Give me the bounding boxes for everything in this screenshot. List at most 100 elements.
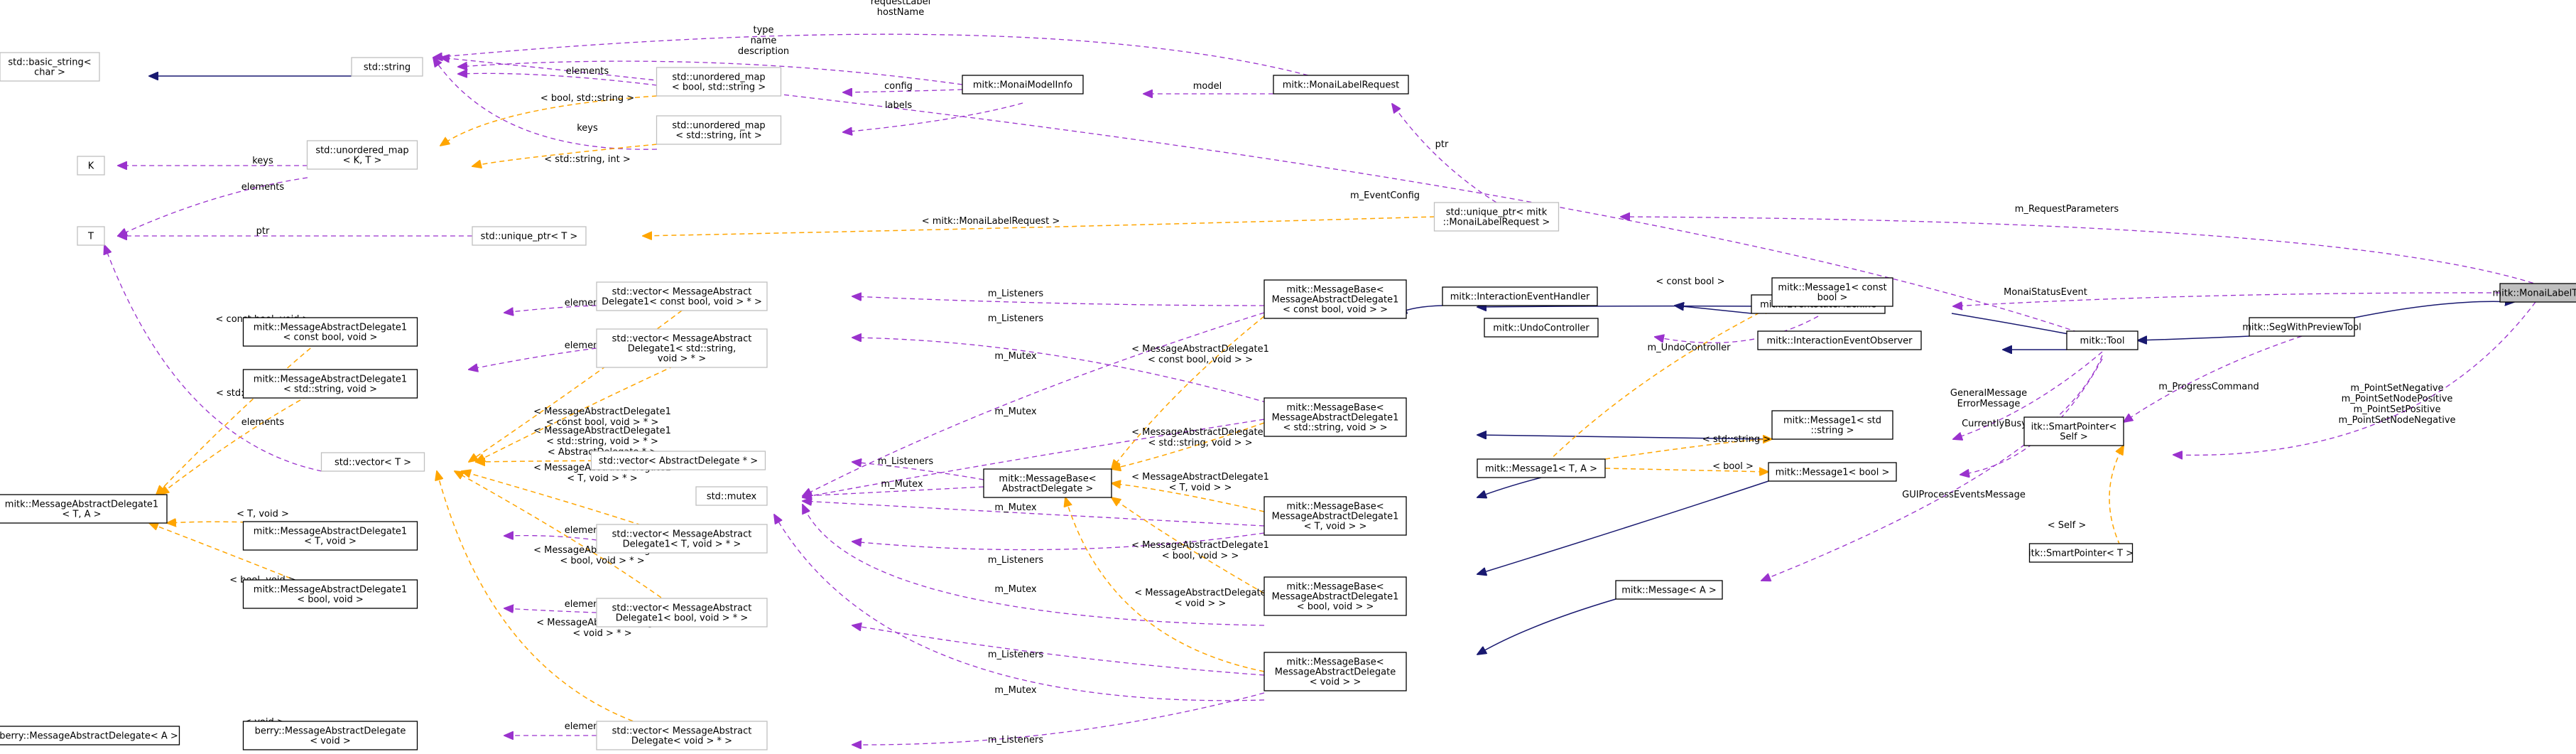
class-node-delegate1-t-void[interactable]: mitk::MessageAbstractDelegate1< T, void …: [242, 521, 418, 551]
edge-label-mutex-to-mb-tv: m_Mutex: [994, 502, 1036, 513]
class-node-monai-label-request[interactable]: mitk::MonaiLabelRequest: [1273, 75, 1409, 95]
edge-label-mutex-to-mb-cbv: m_Mutex: [994, 351, 1036, 362]
edge-label-mutex-to-mb-ad: m_Mutex: [881, 479, 923, 490]
class-node-box[interactable]: [1757, 330, 1922, 350]
class-node-box[interactable]: [1263, 397, 1407, 437]
class-node-box[interactable]: [2249, 317, 2355, 337]
class-node-monai-label-tool[interactable]: mitk::MonaiLabelTool: [2493, 283, 2576, 303]
class-node-delegate1-const-bool-void[interactable]: mitk::MessageAbstractDelegate1< const bo…: [242, 317, 418, 347]
class-node-box: [306, 140, 418, 170]
edge-mb-ad-to-mb-v: [1065, 497, 1265, 672]
edge-unique-ptr-request-to-tool: [1621, 217, 2542, 286]
class-node-delegate1-t-a[interactable]: mitk::MessageAbstractDelegate1< T, A >: [0, 494, 168, 524]
class-node-message1-t-a[interactable]: mitk::Message1< T, A >: [1477, 458, 1606, 478]
edge-d1-tv-to-vec-tv: [504, 536, 597, 541]
class-node-box[interactable]: [1771, 277, 1893, 307]
class-node-delegate1-bool-void[interactable]: mitk::MessageAbstractDelegate1< bool, vo…: [242, 579, 418, 609]
class-node-box[interactable]: [1442, 286, 1598, 306]
class-node-box[interactable]: [0, 494, 168, 524]
edge-string-to-request: [433, 33, 1342, 85]
class-node-itk-smart-pointer-self[interactable]: itk::SmartPointer<Self >: [2023, 416, 2124, 446]
class-node-box[interactable]: [1771, 410, 1893, 440]
class-node-box[interactable]: [242, 369, 418, 399]
class-node-delegate1-string-void[interactable]: mitk::MessageAbstractDelegate1< std::str…: [242, 369, 418, 399]
edge-label-vec-sv-to-mb-sv: m_Listeners: [988, 313, 1043, 324]
edge-label-vector-t-to-vec-cbv: < MessageAbstractDelegate1< const bool, …: [533, 406, 671, 428]
edge-label-string-to-umap-bs: elements: [566, 66, 609, 77]
class-node-box[interactable]: [1615, 580, 1723, 600]
class-node-box[interactable]: [2066, 330, 2138, 350]
class-node-label: std::string: [364, 63, 411, 73]
class-node-unordered-map-string-int: std::unordered_map< std::string, int >: [656, 115, 782, 145]
class-node-box[interactable]: [2499, 283, 2576, 303]
edge-smart-t-to-smart-self: [2109, 446, 2124, 554]
class-node-box[interactable]: [1484, 318, 1599, 338]
edge-label-string-to-umap-si: keys: [577, 123, 598, 134]
class-node-label: mitk::MessageBase<MessageAbstractDelegat…: [1275, 657, 1396, 688]
class-node-label: mitk::MonaiLabelRequest: [1283, 80, 1400, 91]
class-node-label: std::unordered_map< K, T >: [315, 146, 408, 166]
class-node-label: mitk::MessageAbstractDelegate1< bool, vo…: [254, 585, 407, 605]
class-node-message-base-delegate-void[interactable]: mitk::MessageBase<MessageAbstractDelegat…: [1263, 652, 1407, 691]
class-node-box: [656, 67, 782, 97]
class-node-message-base-delegate1-t-void[interactable]: mitk::MessageBase<MessageAbstractDelegat…: [1263, 496, 1407, 536]
edge-mb-const-bool-to-msg1-const-bool: [1477, 306, 1773, 307]
edge-label-mb-ad-to-mb-cbv: < MessageAbstractDelegate1< const bool, …: [1131, 344, 1269, 365]
class-node-seg-with-preview-tool[interactable]: mitk::SegWithPreviewTool: [2242, 317, 2362, 337]
edge-vec-sv-to-mb-sv: [852, 338, 1300, 413]
edge-label-mb-ad-to-mb-v: < MessageAbstractDelegate< void > >: [1134, 588, 1266, 609]
class-node-label: mitk::InteractionEventObserver: [1766, 336, 1913, 347]
class-node-box[interactable]: [2028, 543, 2134, 563]
class-node-label: std::vector< T >: [335, 458, 411, 468]
class-node-message1-std-string[interactable]: mitk::Message1< std::string >: [1771, 410, 1893, 440]
class-node-box[interactable]: [1263, 652, 1407, 691]
class-node-box[interactable]: [242, 317, 418, 347]
class-node-message-base-abstract-delegate[interactable]: mitk::MessageBase<AbstractDelegate >: [983, 468, 1112, 498]
edge-label-umap-kt-to-umap-si: < std::string, int >: [544, 154, 630, 165]
class-node-box[interactable]: [0, 726, 180, 745]
class-node-box[interactable]: [1477, 458, 1606, 478]
edge-msg-a-to-tool: [1761, 355, 2103, 581]
edge-label-msg-a-to-tool: GUIProcessEventsMessage: [1902, 490, 2026, 500]
class-node-label: mitk::Message1< std::string >: [1783, 416, 1881, 436]
class-node-box[interactable]: [1263, 279, 1407, 319]
class-node-interaction-event-observer[interactable]: mitk::InteractionEventObserver: [1757, 330, 1922, 350]
class-node-box[interactable]: [1263, 496, 1407, 536]
edge-d1-ta-to-d1-sv: [160, 383, 331, 495]
class-node-tool[interactable]: mitk::Tool: [2066, 330, 2138, 350]
class-node-message-a[interactable]: mitk::Message< A >: [1615, 580, 1723, 600]
class-node-box[interactable]: [242, 721, 418, 750]
class-node-monai-model-info[interactable]: mitk::MonaiModelInfo: [962, 75, 1084, 95]
class-node-box[interactable]: [1273, 75, 1409, 95]
class-node-box[interactable]: [242, 521, 418, 551]
class-node-box[interactable]: [983, 468, 1112, 498]
class-node-basic-string-char: std::basic_string<char >: [0, 52, 100, 82]
class-node-box[interactable]: [962, 75, 1084, 95]
class-node-message-base-delegate1-string-void[interactable]: mitk::MessageBase<MessageAbstractDelegat…: [1263, 397, 1407, 437]
class-node-label: mitk::MessageAbstractDelegate1< T, void …: [254, 527, 407, 547]
class-node-message-base-delegate1-bool-void[interactable]: mitk::MessageBase<MessageAbstractDelegat…: [1263, 576, 1407, 616]
class-node-box[interactable]: [1263, 576, 1407, 616]
edge-umap-si-to-model-info: [843, 102, 1023, 132]
class-node-box[interactable]: [1768, 462, 1897, 482]
edge-label-k-to-umap-kt: keys: [252, 156, 273, 166]
class-node-itk-smart-pointer-t[interactable]: itk::SmartPointer< T >: [2028, 543, 2134, 563]
edge-label-t-to-umap-kt: elements: [241, 182, 285, 193]
class-node-interaction-event-handler[interactable]: mitk::InteractionEventHandler: [1442, 286, 1598, 306]
class-node-berry-delegate-a[interactable]: berry::MessageAbstractDelegate< A >: [0, 726, 180, 745]
class-node-berry-delegate-void[interactable]: berry::MessageAbstractDelegate< void >: [242, 721, 418, 750]
class-node-undo-controller[interactable]: mitk::UndoController: [1484, 318, 1599, 338]
class-node-message1-bool[interactable]: mitk::Message1< bool >: [1768, 462, 1897, 482]
edge-vector-t-to-vec-cbv: [469, 310, 683, 462]
class-node-message-base-delegate1-const-bool-void[interactable]: mitk::MessageBase<MessageAbstractDelegat…: [1263, 279, 1407, 319]
class-node-label: mitk::MessageBase<MessageAbstractDelegat…: [1272, 285, 1399, 316]
class-node-box[interactable]: [2023, 416, 2124, 446]
class-node-box[interactable]: [242, 579, 418, 609]
